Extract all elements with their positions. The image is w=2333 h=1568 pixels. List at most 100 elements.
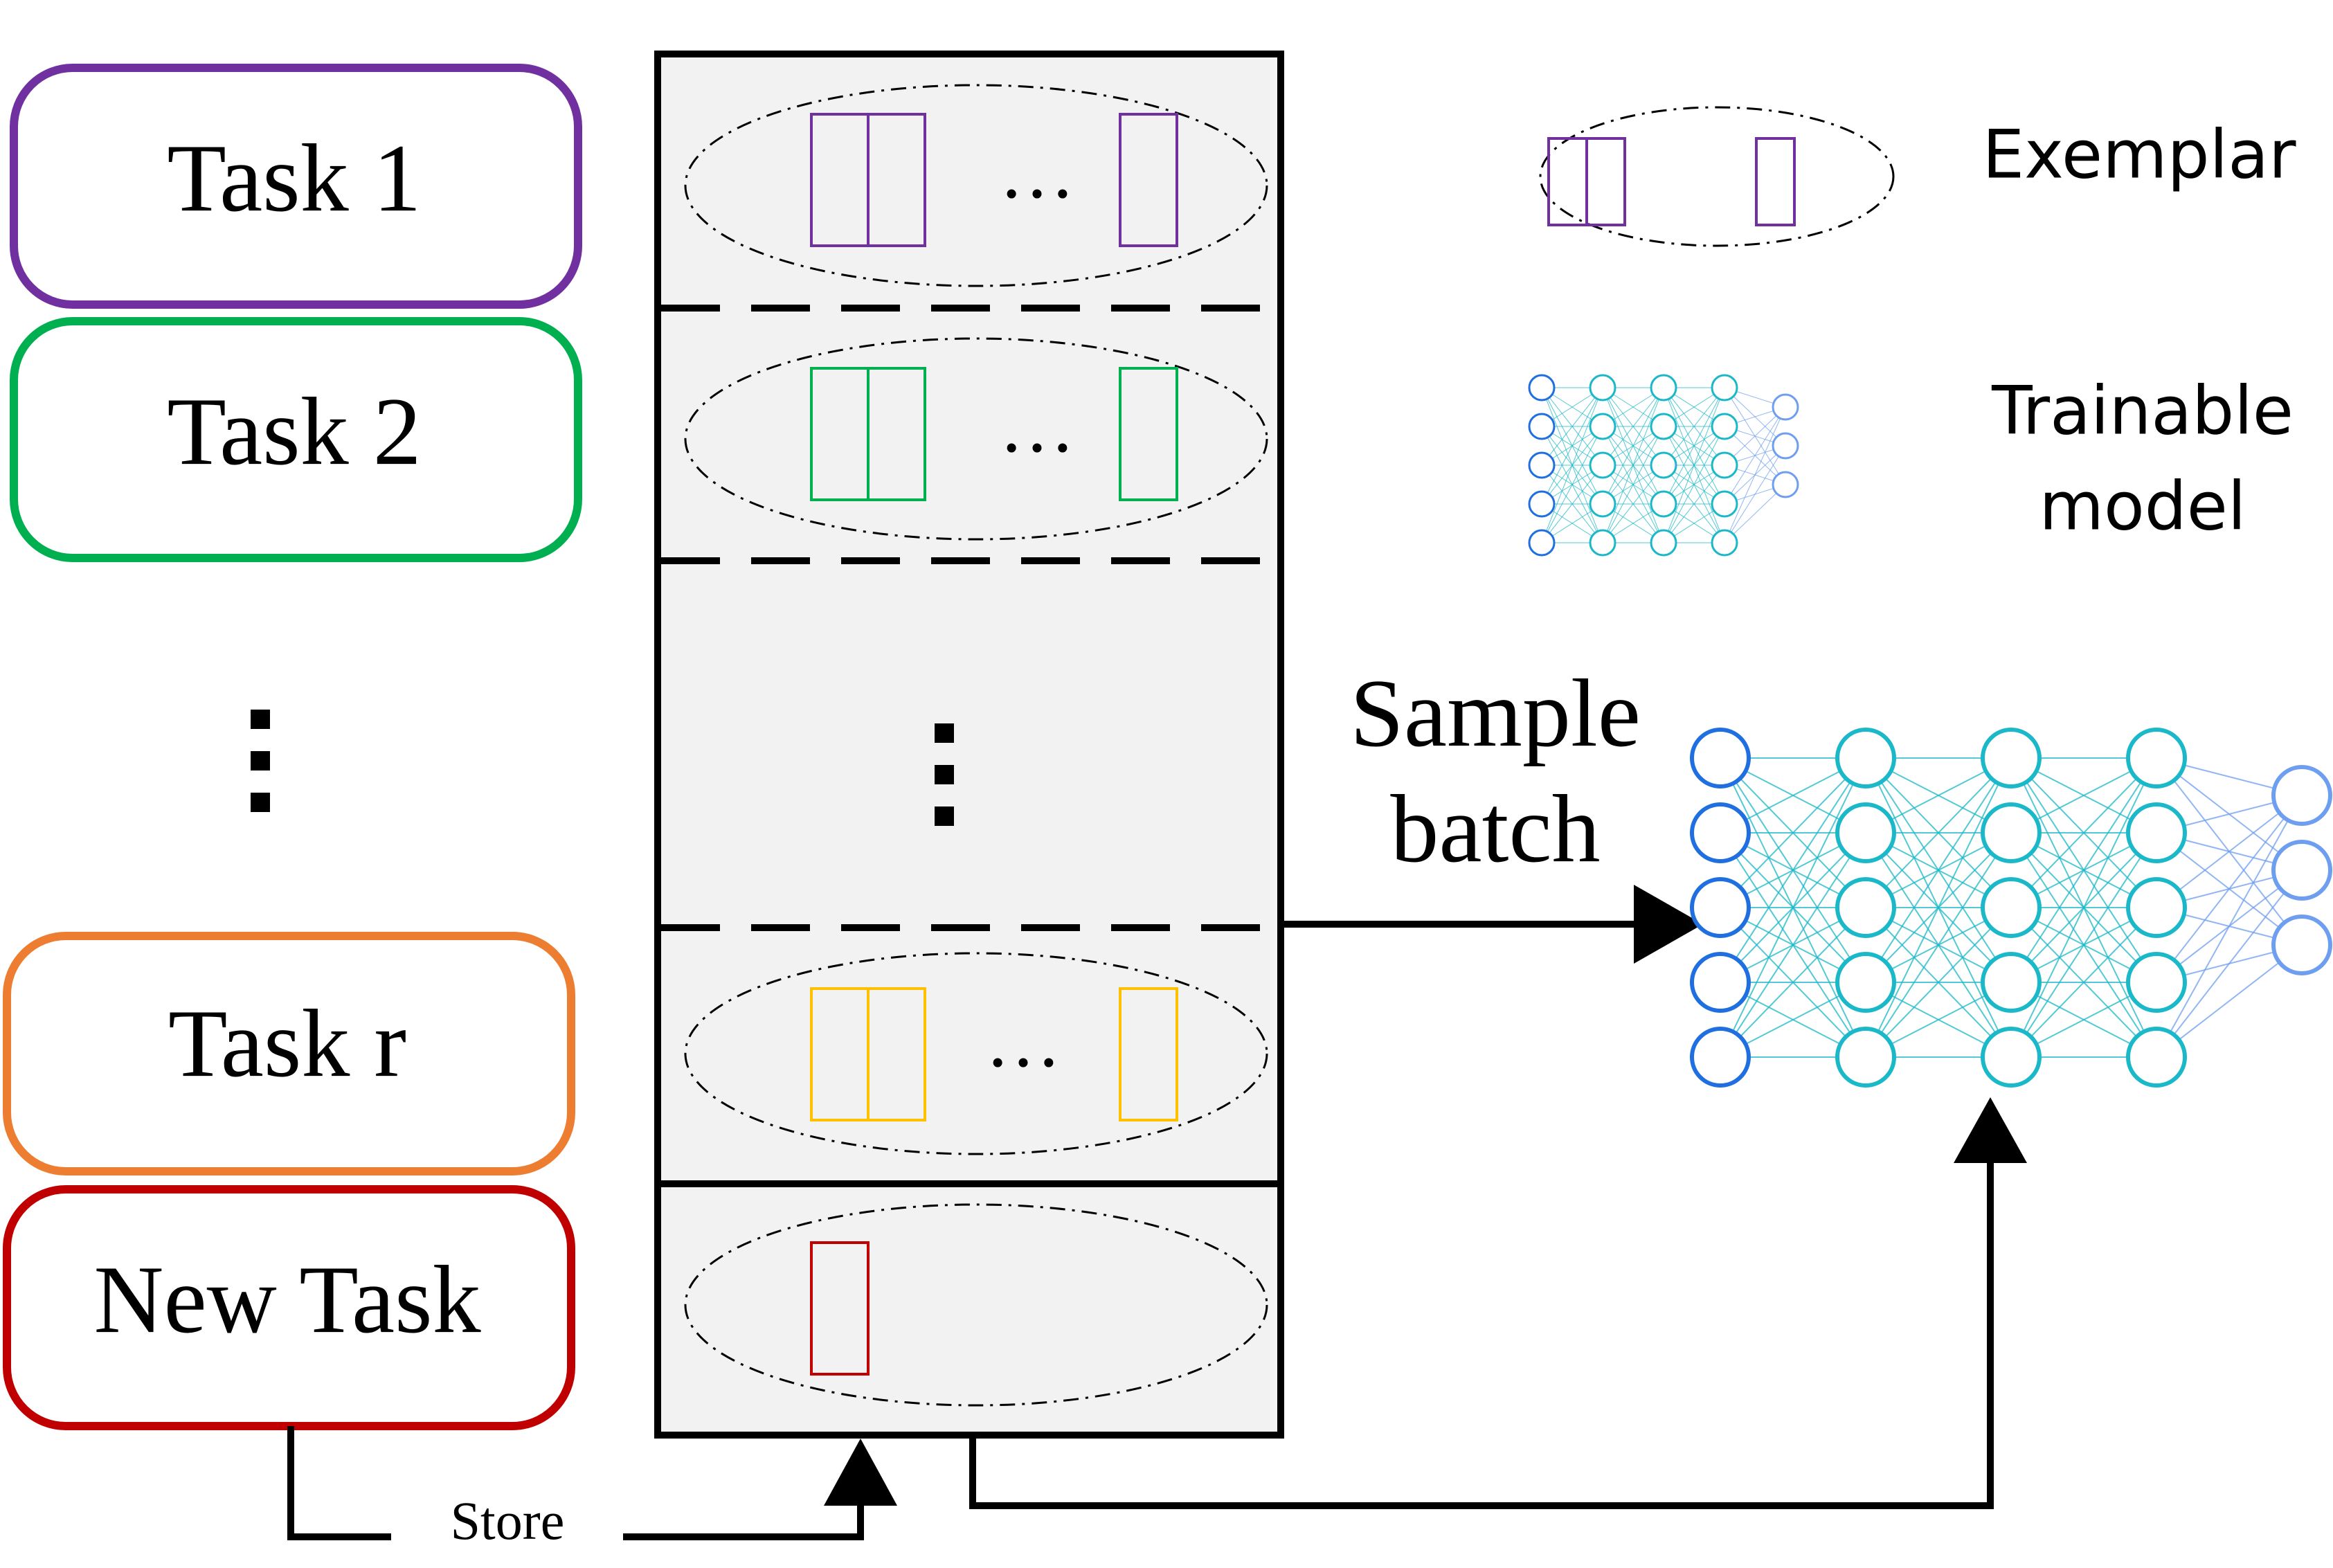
- legend-trainable-model: Trainable model: [1528, 372, 2294, 557]
- task-label-r: Task r: [168, 990, 406, 1097]
- network-node: [1711, 451, 1738, 479]
- network-node: [1589, 451, 1616, 479]
- network-edge: [1663, 387, 1725, 466]
- network-node: [2126, 952, 2187, 1013]
- network-node: [2126, 877, 2187, 938]
- task-vertical-ellipsis: [251, 710, 270, 812]
- network-edge: [1602, 387, 1664, 505]
- network-edge: [1724, 406, 1786, 543]
- task-box-new: New Task: [3, 1185, 575, 1430]
- task-label-1: Task 1: [167, 125, 421, 232]
- network-edge: [2156, 944, 2303, 1058]
- network-node: [1772, 432, 1799, 460]
- network-node: [2271, 765, 2332, 826]
- network-node: [1835, 802, 1896, 863]
- network-edge: [1602, 387, 1664, 466]
- network-edge: [1720, 832, 1866, 1058]
- network-edge: [1720, 757, 1866, 908]
- network-edge: [2010, 757, 2157, 983]
- network-node: [1981, 952, 2042, 1013]
- task-label-new: New Task: [93, 1246, 480, 1353]
- task-box-2: Task 2: [10, 317, 582, 562]
- network-node: [1528, 490, 1556, 518]
- network-edge: [1720, 757, 1866, 1058]
- task-box-1: Task 1: [10, 64, 582, 309]
- network-node: [1835, 877, 1896, 938]
- network-node: [1528, 374, 1556, 402]
- network-edge: [2010, 907, 2157, 1058]
- network-node: [1589, 529, 1616, 557]
- network-edge: [1720, 907, 1866, 1058]
- network-node: [1690, 877, 1751, 938]
- network-edge: [1724, 406, 1786, 505]
- network-node: [1589, 413, 1616, 440]
- network-edge: [1865, 757, 2012, 908]
- network-node: [1981, 728, 2042, 788]
- network-node: [2126, 728, 2187, 788]
- network-node: [1711, 529, 1738, 557]
- network-edge: [1541, 465, 1603, 543]
- network-node: [2126, 802, 2187, 863]
- network-edge: [2156, 795, 2303, 983]
- mini-network-icon: [1528, 374, 1799, 557]
- network-node: [1981, 802, 2042, 863]
- network-node: [1981, 877, 2042, 938]
- network-edge: [2010, 757, 2157, 1058]
- task-label-2: Task 2: [167, 378, 421, 485]
- network-edge: [1663, 387, 1725, 505]
- exemplar-ellipsis: …: [985, 998, 1061, 1083]
- network-edge: [1724, 406, 1786, 466]
- network-edge: [1602, 387, 1664, 543]
- network-node: [1690, 728, 1751, 788]
- network-node: [1690, 802, 1751, 863]
- network-node: [1650, 413, 1677, 440]
- network-node: [2126, 1027, 2187, 1088]
- network-edge: [2156, 795, 2303, 1058]
- network-node: [1528, 413, 1556, 440]
- network-edge: [1865, 757, 2012, 983]
- network-node: [1650, 529, 1677, 557]
- network-edge: [1541, 387, 1603, 543]
- network-node: [1650, 451, 1677, 479]
- network-edge: [1865, 832, 2012, 1058]
- network-node: [1772, 393, 1799, 421]
- network-edge: [1720, 757, 1866, 983]
- sample-label-line2: batch: [1390, 775, 1600, 883]
- network-edge: [1602, 426, 1664, 543]
- network-edge: [1541, 387, 1603, 505]
- network-edge: [1865, 757, 2012, 1058]
- network-node: [1835, 1027, 1896, 1088]
- network-node: [1981, 1027, 2042, 1088]
- network-edge: [1865, 907, 2012, 1058]
- exemplar-ellipsis: …: [999, 384, 1075, 468]
- legend-trainable-line1: Trainable: [1991, 372, 2294, 449]
- task-box-r: Task r: [3, 932, 575, 1175]
- network-edge: [1663, 387, 1725, 543]
- network-edge: [1541, 387, 1603, 466]
- network-node: [1711, 490, 1738, 518]
- network-node: [1835, 728, 1896, 788]
- network-node: [1589, 374, 1616, 402]
- network-node: [1690, 952, 1751, 1013]
- buffer-vertical-ellipsis: [935, 723, 954, 826]
- exemplar-ellipsis: …: [999, 129, 1075, 214]
- network-node: [1690, 1027, 1751, 1088]
- network-node: [1835, 952, 1896, 1013]
- network-edge: [1663, 465, 1725, 543]
- network-node: [1528, 451, 1556, 479]
- exemplar-slot-task2: …: [684, 337, 1268, 541]
- network-edge: [1724, 445, 1786, 543]
- network-node: [1650, 374, 1677, 402]
- exemplar-slot-task1: …: [684, 84, 1268, 287]
- exemplar-slot-new-task: [684, 1203, 1268, 1407]
- exemplar-slot-task-r: …: [684, 952, 1268, 1155]
- network-node: [2271, 840, 2332, 901]
- store-label: Store: [451, 1490, 565, 1551]
- network-edge: [2010, 832, 2157, 1058]
- memory-buffer: … … …: [654, 51, 1284, 1439]
- network-node: [1589, 490, 1616, 518]
- legend-exemplar-label: Exemplar: [1983, 116, 2297, 193]
- network-edge: [1724, 484, 1786, 543]
- network-edge: [2010, 757, 2157, 908]
